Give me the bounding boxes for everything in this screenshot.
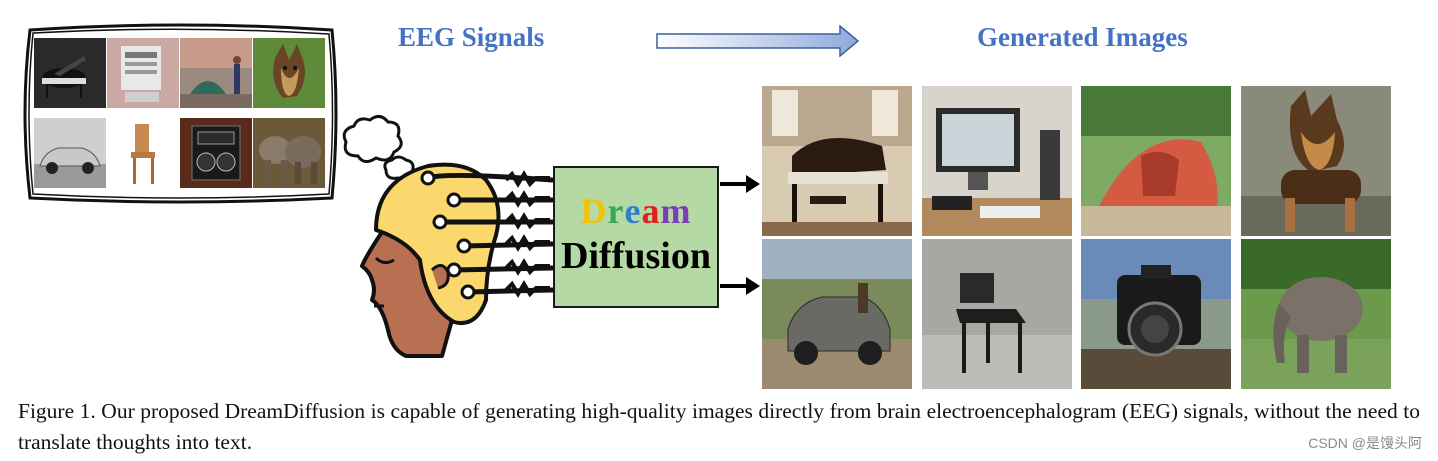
model-title-dream: Dream xyxy=(555,190,717,232)
dream-letter-r: r xyxy=(607,191,625,231)
generated-image-chair xyxy=(922,239,1072,389)
output-arrow-top xyxy=(720,175,760,193)
thumb-piano xyxy=(34,38,106,108)
dream-letter-a: a xyxy=(641,191,661,231)
generated-image-piano xyxy=(762,86,912,236)
thumb-chair xyxy=(107,118,179,188)
model-title-diffusion: Diffusion xyxy=(561,235,711,277)
thought-cloud xyxy=(20,22,340,204)
figure-caption: Figure 1. Our proposed DreamDiffusion is… xyxy=(18,399,1420,454)
thumb-tent xyxy=(180,38,252,108)
generated-images-label: Generated Images xyxy=(977,22,1188,52)
thumb-computer xyxy=(107,38,179,108)
thumb-camera xyxy=(180,118,252,188)
generated-image-camera xyxy=(1081,239,1231,389)
generated-image-car xyxy=(762,239,912,389)
dream-letter-e: e xyxy=(624,191,642,231)
thumb-car xyxy=(34,118,106,188)
dreamdiffusion-model-box: Dream Diffusion xyxy=(553,166,719,308)
dream-letter-d: D xyxy=(580,191,608,231)
thumb-elephants xyxy=(253,118,325,188)
generated-image-dog xyxy=(1241,86,1391,236)
generated-image-elephant xyxy=(1241,239,1391,389)
thought-bubbles xyxy=(342,115,415,180)
watermark: CSDN @是馒头阿 xyxy=(1308,435,1422,451)
output-arrow-bottom xyxy=(720,277,760,295)
generated-image-tent xyxy=(1081,86,1231,236)
dream-letter-m: m xyxy=(660,191,692,231)
head-illustration xyxy=(342,115,554,358)
generated-image-computer xyxy=(922,86,1072,236)
eeg-signals-label: EEG Signals xyxy=(398,22,545,52)
flow-arrow xyxy=(656,25,860,57)
thumb-dog xyxy=(253,38,325,108)
